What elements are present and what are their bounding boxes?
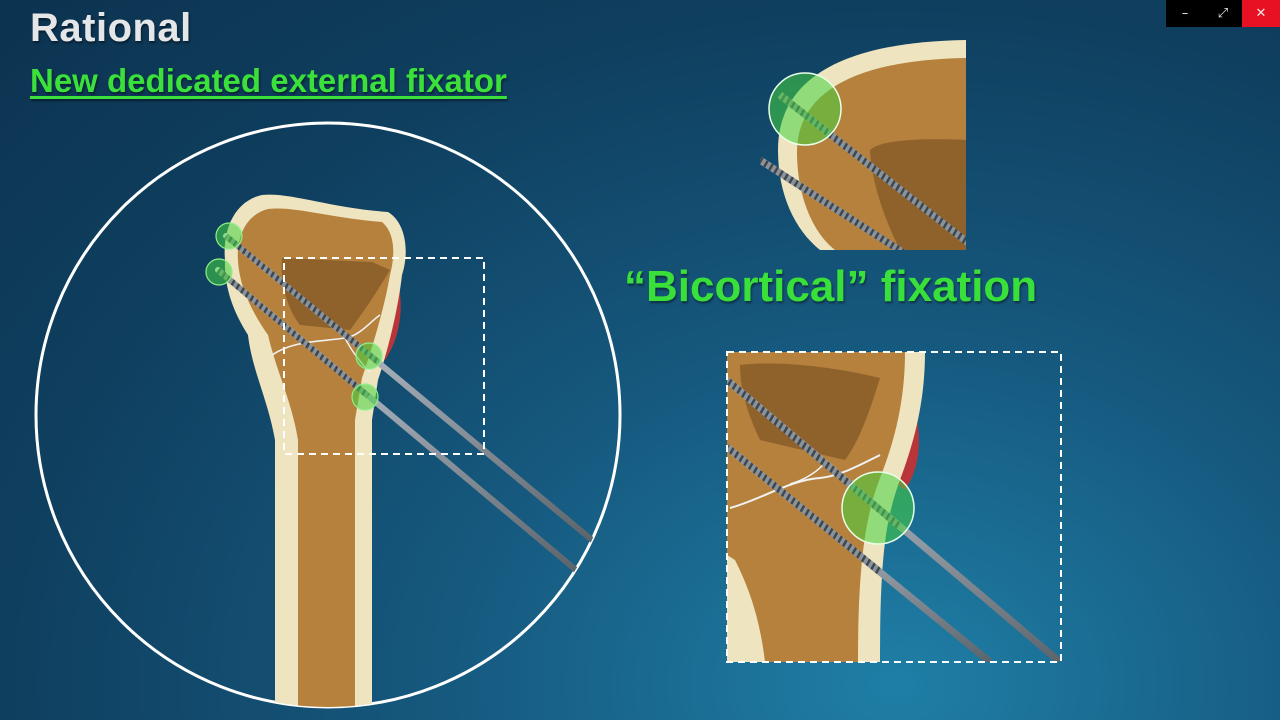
bicortical-caption: “Bicortical” fixation: [624, 262, 1038, 311]
detail-wire-lower: [760, 157, 906, 250]
minimize-icon: –: [1181, 6, 1189, 21]
window-controls: – ⤢ ✕: [1166, 0, 1280, 27]
magnified-bone-view: [34, 121, 622, 709]
cortex-contact-marker: [215, 222, 243, 250]
bone-marrow: [237, 208, 394, 707]
detail-k-wire-lower: [727, 444, 993, 662]
minimize-button[interactable]: –: [1166, 0, 1204, 27]
detail-contact-marker: [841, 471, 915, 545]
slide-title: Rational: [30, 6, 192, 50]
detail-contact-marker: [768, 72, 842, 146]
distal-cortex-detail: [726, 351, 1062, 663]
k-wire-lower: [215, 267, 579, 573]
proximal-cortex-detail: [760, 40, 966, 250]
zoom-selection-box: [283, 257, 485, 455]
bone-cavity: [281, 258, 390, 330]
detail-bone-cavity: [740, 363, 880, 460]
restore-button[interactable]: ⤢: [1204, 0, 1242, 27]
cortex-contact-marker: [355, 342, 383, 370]
detail-zoom-frame: [726, 351, 1062, 663]
cortex-contact-marker: [205, 258, 233, 286]
restore-icon: ⤢: [1217, 6, 1229, 21]
cortex-contact-marker: [351, 383, 379, 411]
k-wire-upper: [223, 233, 595, 543]
slide-subtitle: New dedicated external fixator: [30, 62, 507, 99]
close-icon: ✕: [1255, 6, 1267, 21]
detail-fracture-line: [729, 454, 881, 509]
close-button[interactable]: ✕: [1242, 0, 1280, 27]
